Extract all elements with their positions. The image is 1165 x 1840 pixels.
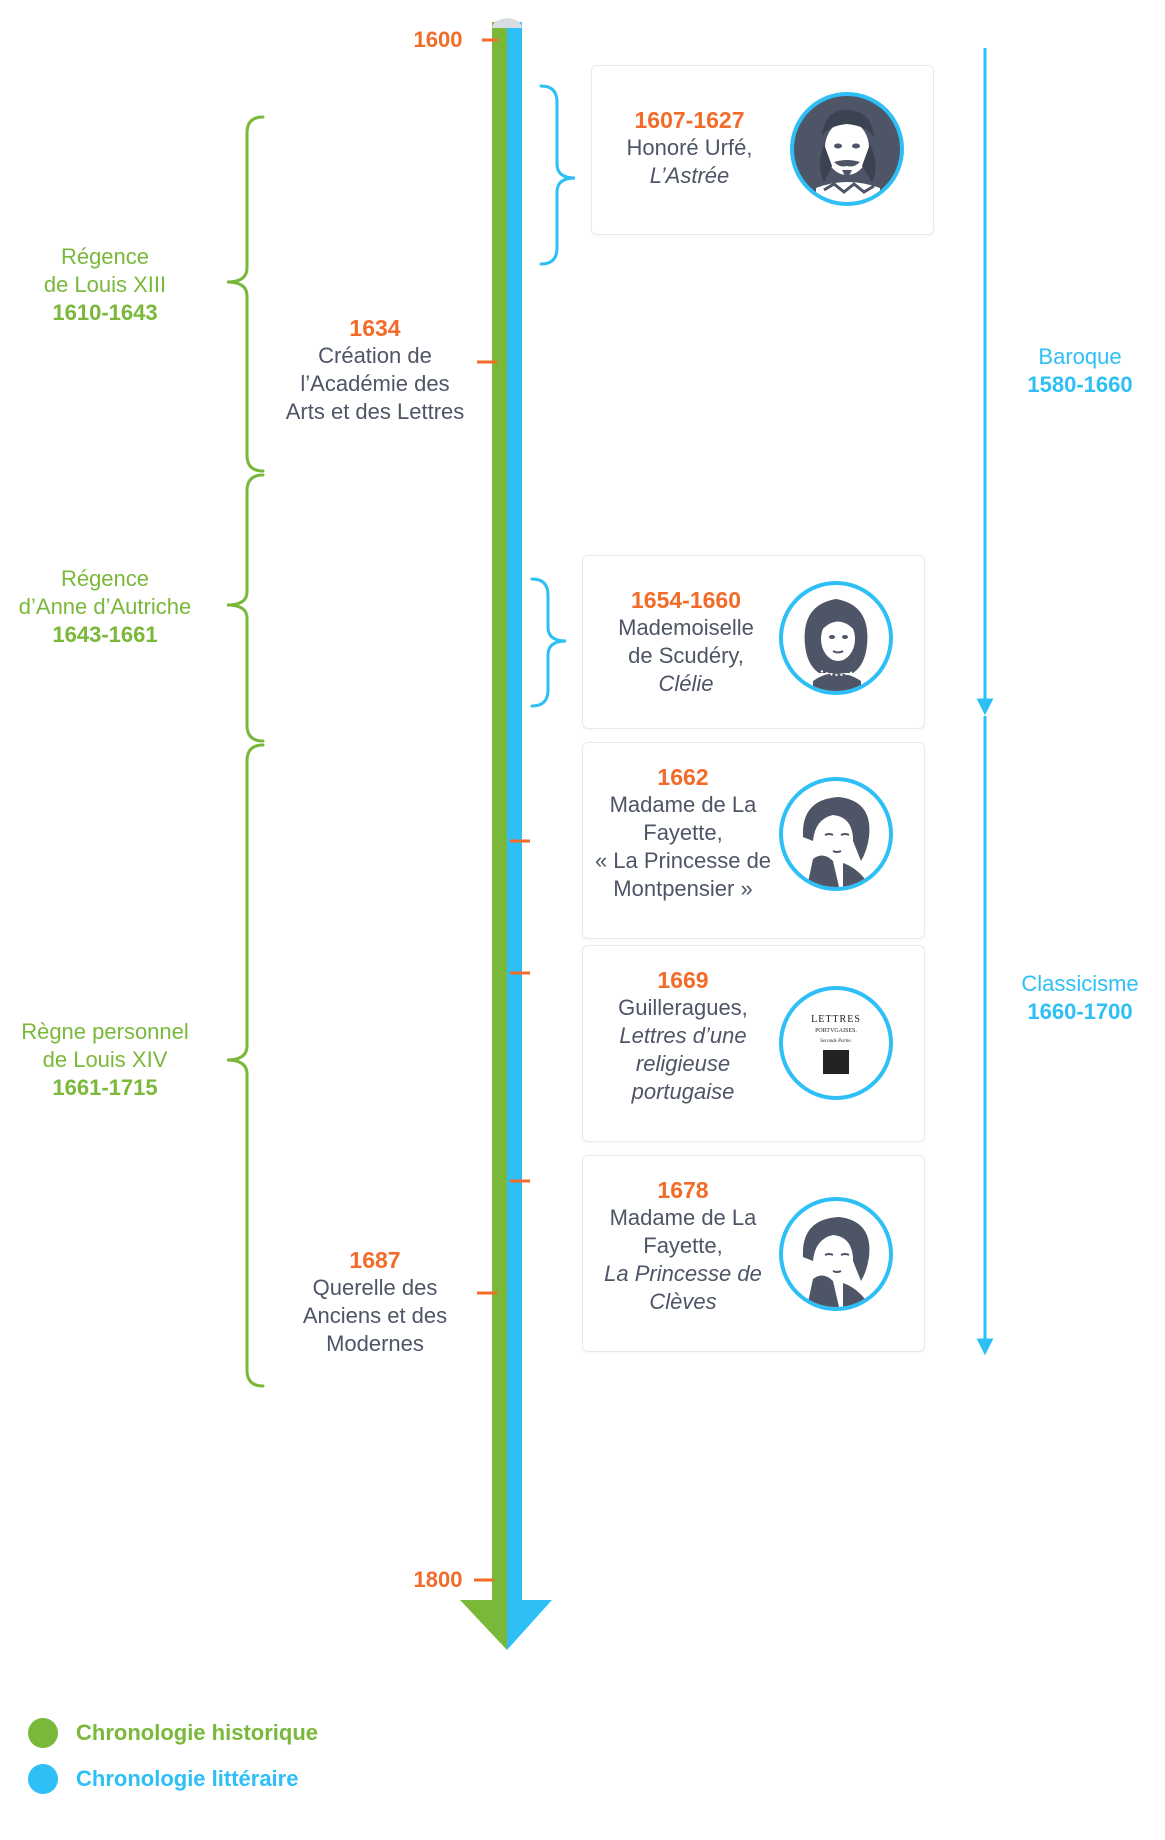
work-card-astree: 1607-1627 Honoré Urfé, L’Astrée <box>591 65 934 235</box>
period-years: 1661-1715 <box>52 1075 158 1100</box>
cover-line2: PORTVGAISES. <box>815 1028 857 1034</box>
work-title-line2: Montpensier » <box>613 876 753 901</box>
movement-arrows <box>976 48 994 1356</box>
arrow-head-literary <box>507 1600 552 1650</box>
work-title-line1: « La Princesse de <box>594 848 772 873</box>
work-text: 1607-1627 Honoré Urfé, L’Astrée <box>602 106 777 190</box>
work-year: 1654-1660 <box>631 587 741 613</box>
period-line2: d’Anne d’Autriche <box>18 594 192 619</box>
brace-clelie <box>530 577 567 708</box>
event-line3: Arts et des Lettres <box>285 399 465 424</box>
work-title-line2: Clèves <box>649 1289 717 1314</box>
movement-name: Classicisme <box>1021 971 1139 996</box>
man-portrait-icon <box>790 92 904 206</box>
legend-historic-dot <box>28 1718 58 1748</box>
cover-line3: Seconde Partie. <box>820 1039 852 1044</box>
event-line1: Querelle des <box>312 1275 438 1300</box>
historic-braces <box>226 115 265 1388</box>
work-title: Clélie <box>658 671 714 696</box>
movement-baroque: Baroque 1580-1660 <box>1005 343 1155 399</box>
period-line2: de Louis XIII <box>43 272 167 297</box>
work-text: 1678 Madame de La Fayette, La Princesse … <box>583 1176 783 1316</box>
event-year: 1634 <box>349 315 401 341</box>
work-author-line1: Madame de La <box>609 1205 757 1230</box>
printer-ornament-icon <box>823 1050 849 1074</box>
period-years: 1610-1643 <box>52 300 158 325</box>
brace-louis-xiv <box>226 743 265 1388</box>
brace-louis-xiii <box>226 115 265 473</box>
period-line1: Régence <box>60 244 150 269</box>
work-year: 1607-1627 <box>634 107 745 133</box>
work-author-line2: Fayette, <box>643 1233 723 1258</box>
start-year-label: 1600 <box>413 27 463 52</box>
work-author-line1: Madame de La <box>609 792 757 817</box>
work-author: Guilleragues, <box>618 995 748 1020</box>
work-title-line2: religieuse <box>635 1051 731 1076</box>
work-year: 1662 <box>657 764 709 790</box>
event-line3: Modernes <box>326 1331 424 1356</box>
work-card-lettres-portugaises: 1669 Guilleragues, Lettres d’une religie… <box>582 945 925 1142</box>
work-author-line1: Mademoiselle <box>618 615 754 640</box>
period-years: 1643-1661 <box>52 622 158 647</box>
period-line1: Régence <box>60 566 150 591</box>
work-card-princesse-cleves: 1678 Madame de La Fayette, La Princesse … <box>582 1155 925 1352</box>
work-title-line1: La Princesse de <box>604 1261 762 1286</box>
literary-track <box>507 22 522 1602</box>
work-author-line2: de Scudéry, <box>628 643 744 668</box>
work-title-line1: Lettres d’une <box>619 1023 747 1048</box>
woman-portrait-icon <box>779 581 893 695</box>
period-anne-autriche: Régence d’Anne d’Autriche 1643-1661 <box>0 565 210 649</box>
event-line2: l’Académie des <box>300 371 450 396</box>
movement-name: Baroque <box>1038 344 1122 369</box>
book-title-page-icon: LETTRES PORTVGAISES. Seconde Partie. <box>779 986 893 1100</box>
end-year-label: 1800 <box>413 1567 463 1592</box>
work-card-clelie: 1654-1660 Mademoiselle de Scudéry, Cléli… <box>582 555 925 729</box>
period-louis-xiii: Régence de Louis XIII 1610-1643 <box>0 243 210 327</box>
baroque-arrow-head <box>976 698 994 716</box>
event-year: 1687 <box>349 1247 401 1273</box>
work-author: Honoré Urfé, <box>626 135 753 160</box>
work-text: 1654-1660 Mademoiselle de Scudéry, Cléli… <box>591 586 781 698</box>
classicisme-arrow-head <box>976 1338 994 1356</box>
work-author-line2: Fayette, <box>643 820 723 845</box>
timeline-ticks <box>474 38 530 1582</box>
work-year: 1678 <box>657 1177 709 1203</box>
event-1687: 1687 Querelle des Anciens et des Moderne… <box>265 1246 485 1358</box>
period-line1: Règne personnel <box>21 1019 189 1044</box>
historic-track <box>492 22 507 1602</box>
woman-portrait-icon <box>779 777 893 891</box>
work-braces <box>530 84 576 708</box>
brace-astree <box>539 84 576 266</box>
movement-years: 1660-1700 <box>1027 999 1133 1024</box>
event-line1: Création de <box>318 343 432 368</box>
event-1634: 1634 Création de l’Académie des Arts et … <box>265 314 485 426</box>
brace-anne-autriche <box>226 473 265 743</box>
woman-portrait-icon <box>779 1197 893 1311</box>
legend-literary-label: Chronologie littéraire <box>76 1766 299 1791</box>
work-text: 1662 Madame de La Fayette, « La Princess… <box>583 763 783 903</box>
arrow-top-cap <box>492 18 522 28</box>
legend-literary-dot <box>28 1764 58 1794</box>
cover-line1: LETTRES <box>811 1014 861 1025</box>
event-line2: Anciens et des <box>302 1303 448 1328</box>
work-title-line3: portugaise <box>631 1079 735 1104</box>
work-card-montpensier: 1662 Madame de La Fayette, « La Princess… <box>582 742 925 939</box>
legend-historic-label: Chronologie historique <box>76 1720 318 1745</box>
main-timeline-arrow <box>460 18 552 1650</box>
work-title: L’Astrée <box>649 163 730 188</box>
period-louis-xiv: Règne personnel de Louis XIV 1661-1715 <box>0 1018 210 1102</box>
period-line2: de Louis XIV <box>42 1047 168 1072</box>
arrow-head-historic <box>460 1600 507 1650</box>
movement-classicisme: Classicisme 1660-1700 <box>1005 970 1155 1026</box>
movement-years: 1580-1660 <box>1027 372 1133 397</box>
work-year: 1669 <box>657 967 709 993</box>
work-text: 1669 Guilleragues, Lettres d’une religie… <box>583 966 783 1106</box>
